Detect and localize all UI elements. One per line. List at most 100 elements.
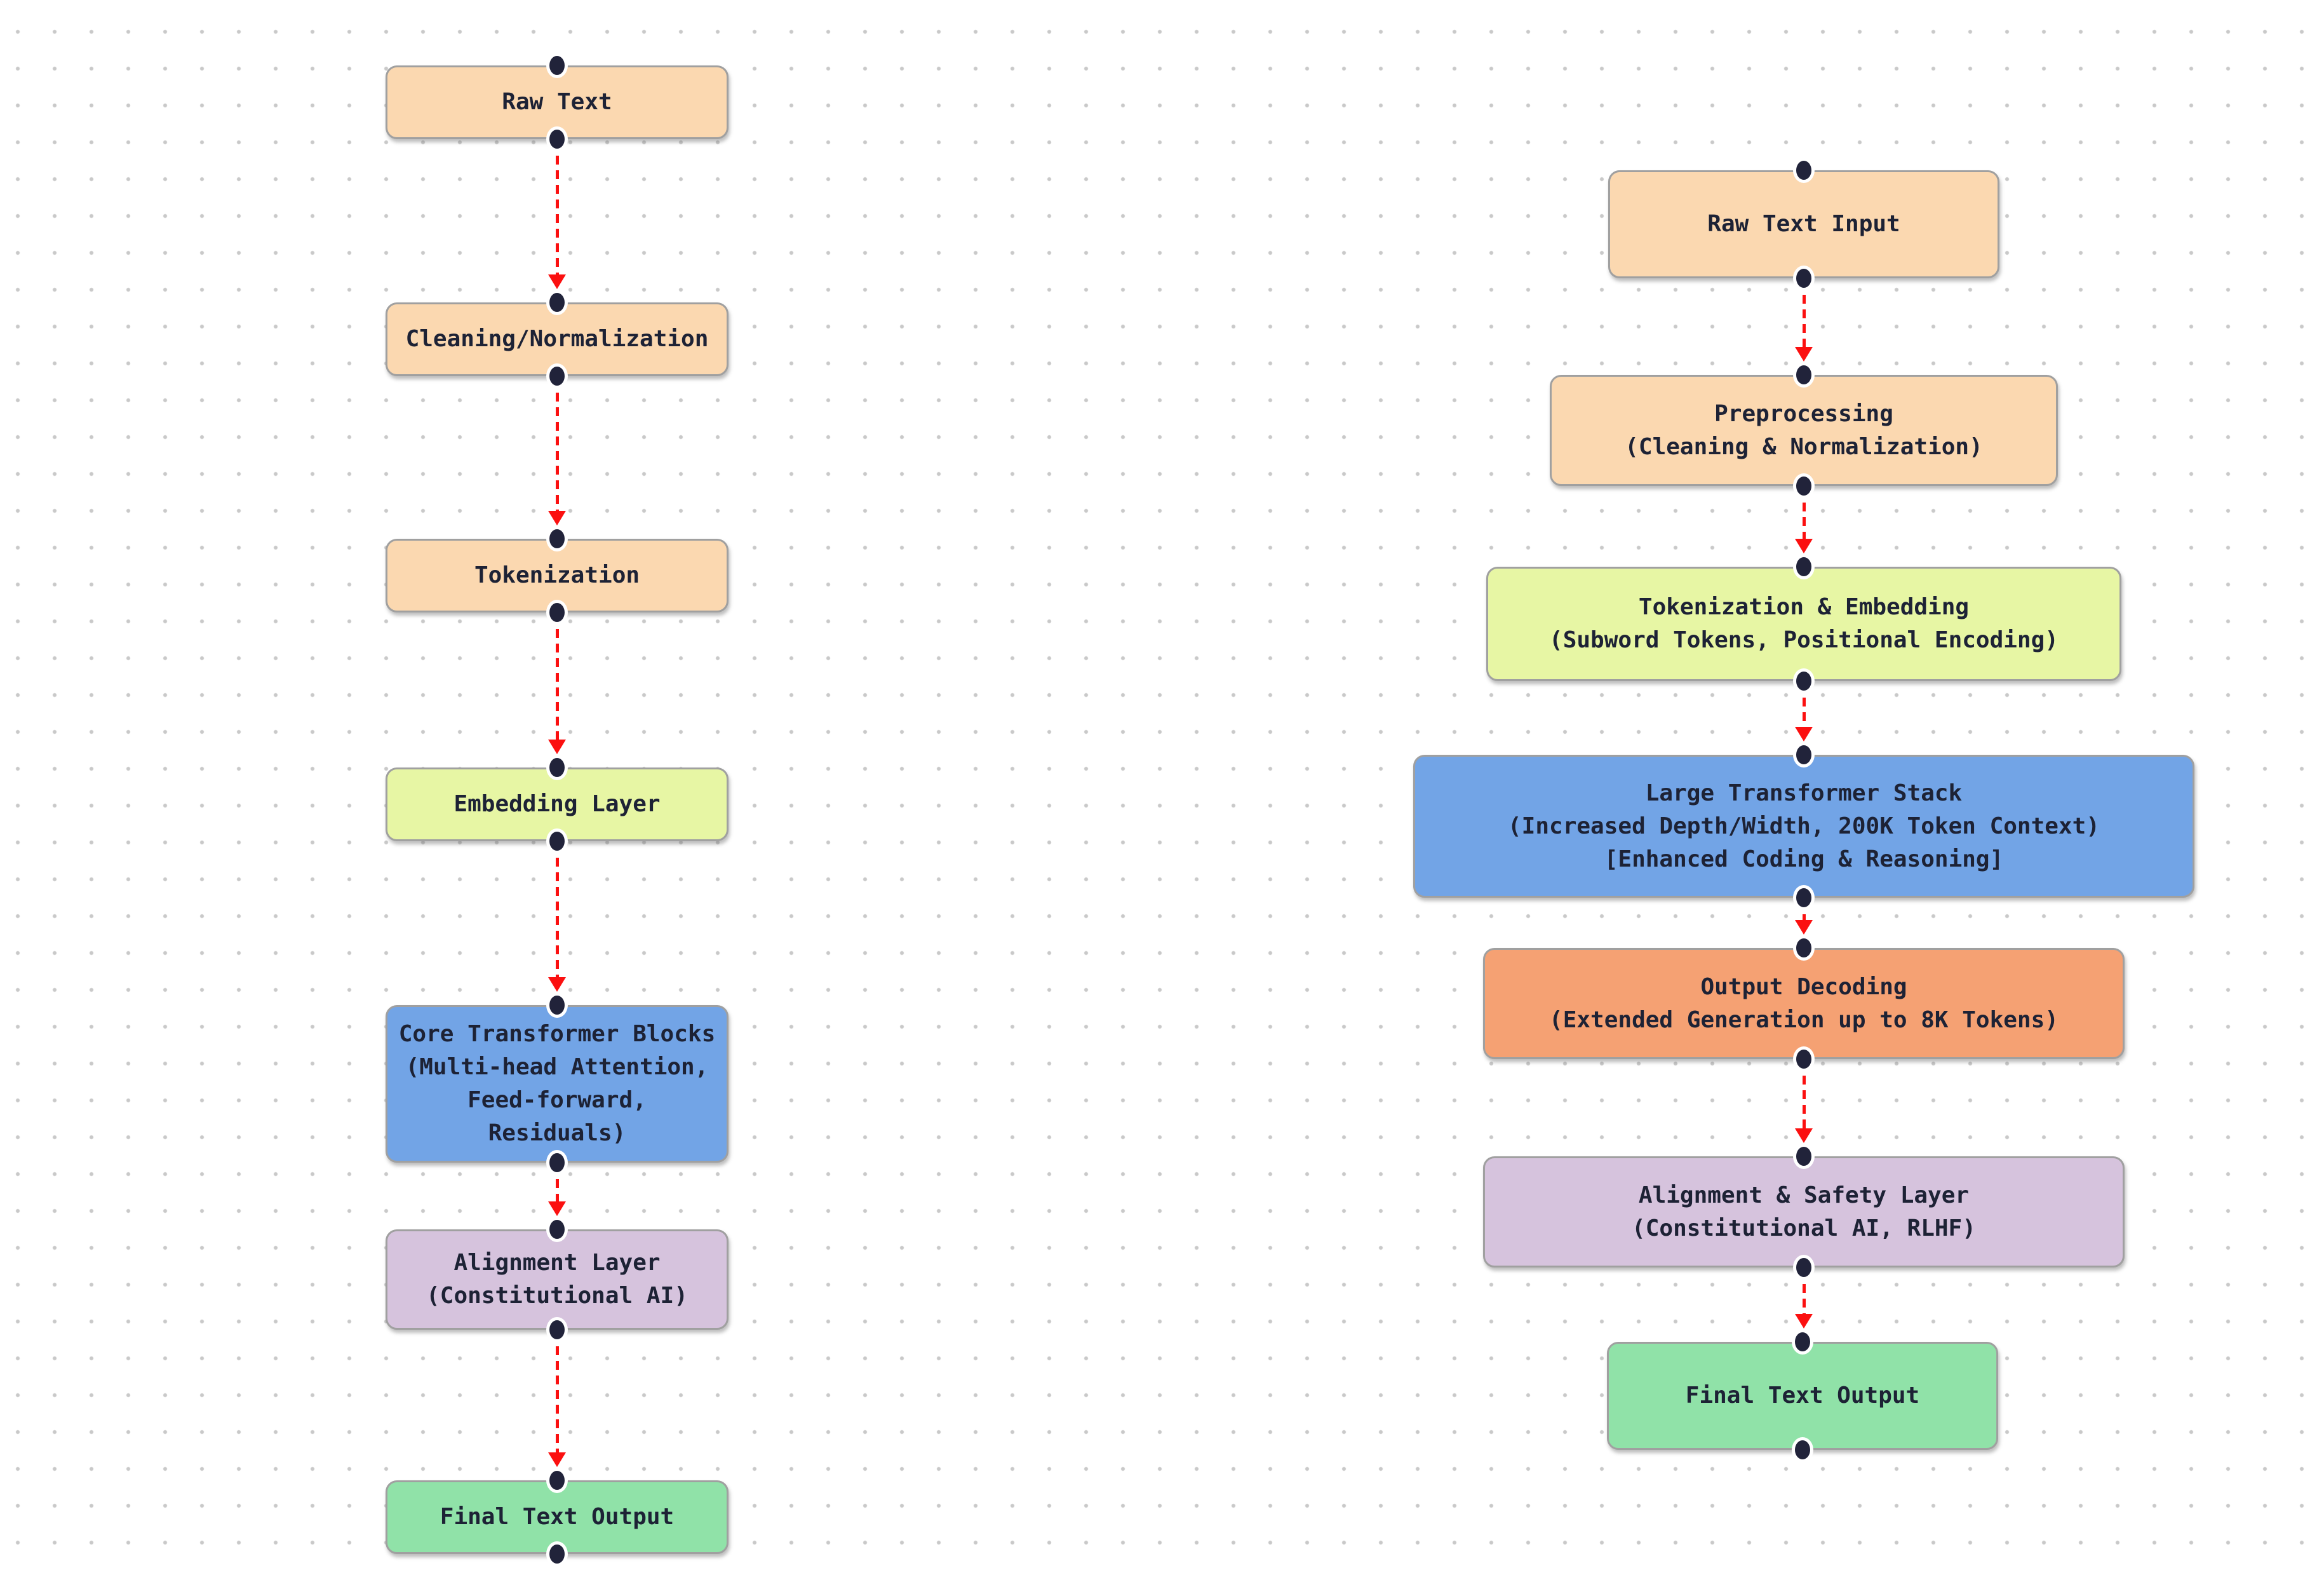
connection-dot-top-core-transformer-blocks[interactable] xyxy=(546,992,568,1018)
node-label-line: Raw Text xyxy=(502,89,612,115)
connection-dot-bottom-preprocessing[interactable] xyxy=(1793,473,1815,499)
node-label-line: Core Transformer Blocks xyxy=(398,1021,716,1047)
connection-dot-top-tokenization-embedding[interactable] xyxy=(1793,554,1815,579)
connection-dot-top-preprocessing[interactable] xyxy=(1793,362,1815,388)
node-label: Tokenization xyxy=(474,559,640,592)
arrowhead-icon xyxy=(548,1452,566,1467)
edge-alignment-layer-to-final-text-output[interactable] xyxy=(555,1346,559,1452)
connection-dot-bottom-alignment-layer[interactable] xyxy=(546,1317,568,1342)
edge-alignment-safety-layer-to-final-text-output[interactable] xyxy=(1802,1284,1806,1314)
node-output-decoding[interactable]: Output Decoding (Extended Generation up t… xyxy=(1483,948,2125,1059)
connection-dot-top-output-decoding[interactable] xyxy=(1793,935,1815,961)
node-label-line: [Enhanced Coding & Reasoning] xyxy=(1604,846,2004,872)
node-label: Cleaning/Normalization xyxy=(406,323,709,356)
node-label-line: Output Decoding xyxy=(1700,973,1907,1000)
node-label-line: Final Text Output xyxy=(1685,1382,1920,1409)
node-label-line: Residuals) xyxy=(488,1120,626,1146)
node-raw-text-input[interactable]: Raw Text Input xyxy=(1608,170,1999,278)
arrowhead-icon xyxy=(1795,1314,1813,1328)
node-preprocessing[interactable]: Preprocessing (Cleaning & Normalization) xyxy=(1550,375,2058,486)
arrowhead-icon xyxy=(548,740,566,754)
connection-dot-top-alignment-layer[interactable] xyxy=(546,1217,568,1242)
edge-embedding-layer-to-core-transformer-blocks[interactable] xyxy=(555,858,559,977)
edge-tokenization-to-embedding-layer[interactable] xyxy=(555,629,559,740)
node-label-line: Raw Text Input xyxy=(1707,211,1900,237)
node-label-line: (Constitutional AI, RLHF) xyxy=(1632,1215,1976,1241)
connection-dot-bottom-alignment-safety-layer[interactable] xyxy=(1793,1255,1815,1280)
edge-tokenization-embedding-to-large-transformer-stack[interactable] xyxy=(1802,698,1806,727)
connection-dot-bottom-tokenization[interactable] xyxy=(546,600,568,625)
node-label-line: Cleaning/Normalization xyxy=(405,326,709,352)
arrowhead-icon xyxy=(1795,1128,1813,1143)
node-label-line: Alignment & Safety Layer xyxy=(1638,1182,1970,1208)
node-label: Large Transformer Stack (Increased Depth/… xyxy=(1508,777,2100,876)
node-final-text-output[interactable]: Final Text Output xyxy=(386,1480,729,1554)
node-label: Raw Text Input xyxy=(1707,208,1900,241)
node-label: Final Text Output xyxy=(1686,1379,1919,1412)
node-label-line: Feed-forward, xyxy=(467,1087,647,1113)
node-label: Preprocessing (Cleaning & Normalization) xyxy=(1625,398,1983,464)
connection-dot-bottom-output-decoding[interactable] xyxy=(1793,1046,1815,1072)
node-alignment-safety-layer[interactable]: Alignment & Safety Layer (Constitutional … xyxy=(1483,1156,2125,1267)
node-label-line: Alignment Layer xyxy=(453,1250,661,1276)
connection-dot-bottom-tokenization-embedding[interactable] xyxy=(1793,668,1815,694)
edge-large-transformer-stack-to-output-decoding[interactable] xyxy=(1802,914,1806,920)
connection-dot-bottom-cleaning-normalization[interactable] xyxy=(546,363,568,389)
connection-dot-top-tokenization[interactable] xyxy=(546,526,568,551)
node-label-line: Final Text Output xyxy=(440,1504,675,1530)
connection-dot-top-final-text-output[interactable] xyxy=(1792,1329,1813,1355)
connection-dot-top-raw-text[interactable] xyxy=(546,53,568,78)
node-label-line: (Cleaning & Normalization) xyxy=(1625,433,1983,460)
connection-dot-bottom-final-text-output[interactable] xyxy=(546,1541,568,1567)
arrowhead-icon xyxy=(1795,539,1813,553)
node-label: Embedding Layer xyxy=(453,788,660,821)
edge-raw-text-input-to-preprocessing[interactable] xyxy=(1802,295,1806,347)
connection-dot-bottom-raw-text-input[interactable] xyxy=(1793,266,1815,291)
node-label: Final Text Output xyxy=(440,1501,674,1534)
arrowhead-icon xyxy=(1795,727,1813,741)
arrowhead-icon xyxy=(1795,920,1813,935)
node-label-line: (Increased Depth/Width, 200K Token Conte… xyxy=(1508,813,2100,839)
node-label: Alignment & Safety Layer (Constitutional … xyxy=(1632,1179,1976,1245)
node-label-line: (Multi-head Attention, xyxy=(405,1054,709,1080)
edge-core-transformer-blocks-to-alignment-layer[interactable] xyxy=(555,1179,559,1201)
arrowhead-icon xyxy=(1795,347,1813,362)
node-tokenization-embedding[interactable]: Tokenization & Embedding (Subword Tokens,… xyxy=(1486,567,2121,681)
edge-output-decoding-to-alignment-safety-layer[interactable] xyxy=(1802,1076,1806,1128)
node-final-text-output[interactable]: Final Text Output xyxy=(1607,1342,1998,1450)
node-label-line: (Constitutional AI) xyxy=(426,1283,688,1309)
arrowhead-icon xyxy=(548,977,566,992)
edge-raw-text-to-cleaning-normalization[interactable] xyxy=(555,156,559,274)
node-core-transformer-blocks[interactable]: Core Transformer Blocks (Multi-head Atten… xyxy=(386,1005,729,1163)
arrowhead-icon xyxy=(548,1201,566,1216)
node-label: Alignment Layer (Constitutional AI) xyxy=(426,1247,688,1313)
node-large-transformer-stack[interactable]: Large Transformer Stack (Increased Depth/… xyxy=(1413,755,2194,898)
arrowhead-icon xyxy=(548,511,566,525)
connection-dot-bottom-final-text-output[interactable] xyxy=(1792,1437,1813,1463)
node-label: Core Transformer Blocks (Multi-head Atten… xyxy=(399,1018,716,1150)
node-label: Raw Text xyxy=(502,86,612,119)
node-label-line: Large Transformer Stack xyxy=(1645,780,1963,806)
node-label-line: Tokenization & Embedding xyxy=(1638,594,1970,620)
connection-dot-top-raw-text-input[interactable] xyxy=(1793,158,1815,183)
connection-dot-bottom-raw-text[interactable] xyxy=(546,126,568,152)
connection-dot-top-large-transformer-stack[interactable] xyxy=(1793,742,1815,767)
connection-dot-top-final-text-output[interactable] xyxy=(546,1468,568,1493)
connection-dot-bottom-embedding-layer[interactable] xyxy=(546,828,568,854)
node-label-line: Tokenization xyxy=(474,562,640,588)
connection-dot-bottom-core-transformer-blocks[interactable] xyxy=(546,1150,568,1175)
node-label-line: (Subword Tokens, Positional Encoding) xyxy=(1549,627,2059,653)
node-label-line: Embedding Layer xyxy=(453,791,661,817)
connection-dot-top-alignment-safety-layer[interactable] xyxy=(1793,1144,1815,1169)
connection-dot-bottom-large-transformer-stack[interactable] xyxy=(1793,885,1815,910)
node-label-line: (Extended Generation up to 8K Tokens) xyxy=(1549,1006,2059,1033)
node-label-line: Preprocessing xyxy=(1714,400,1893,427)
edge-cleaning-normalization-to-tokenization[interactable] xyxy=(555,393,559,511)
node-label: Output Decoding (Extended Generation up t… xyxy=(1549,971,2059,1037)
node-alignment-layer[interactable]: Alignment Layer (Constitutional AI) xyxy=(386,1229,729,1330)
connection-dot-top-cleaning-normalization[interactable] xyxy=(546,290,568,315)
node-label: Tokenization & Embedding (Subword Tokens,… xyxy=(1549,591,2059,657)
edge-preprocessing-to-tokenization-embedding[interactable] xyxy=(1802,503,1806,539)
connection-dot-top-embedding-layer[interactable] xyxy=(546,755,568,780)
